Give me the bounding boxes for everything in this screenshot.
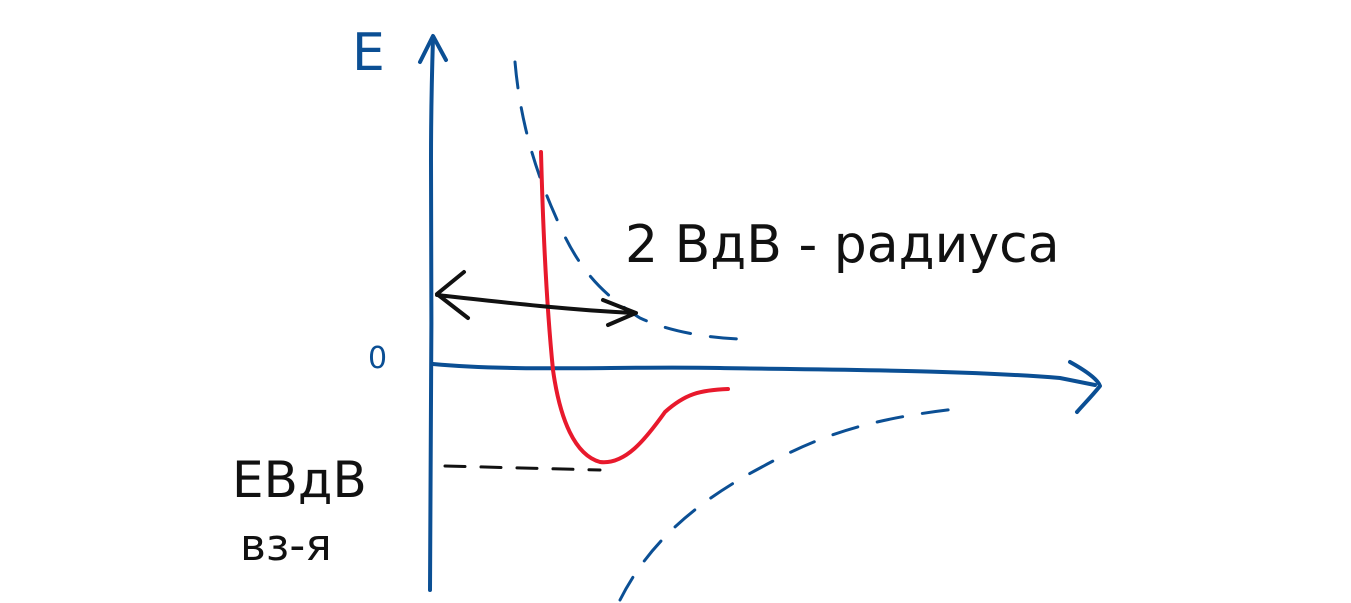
- x-axis-arrowhead: [1068, 360, 1102, 414]
- well-depth-label-line2: вз-я: [240, 520, 332, 571]
- y-axis: [428, 36, 435, 592]
- well-depth-dashed-line: [443, 464, 602, 472]
- x-axis: [431, 362, 1097, 387]
- potential-well-curve: [539, 150, 730, 465]
- distance-arrow-shaft: [435, 293, 637, 315]
- y-axis-label: E: [352, 23, 385, 83]
- repulsion-dashed-curve: [513, 60, 742, 341]
- well-depth-label-line1: EВдВ: [232, 451, 367, 509]
- y-axis-arrowhead: [418, 34, 448, 64]
- distance-label: 2 ВдВ - радиуса: [625, 215, 1060, 275]
- zero-label: 0: [368, 341, 387, 376]
- distance-arrow-right-head: [601, 298, 638, 327]
- distance-arrow-left-head: [435, 270, 470, 320]
- attraction-dashed-curve: [618, 406, 967, 602]
